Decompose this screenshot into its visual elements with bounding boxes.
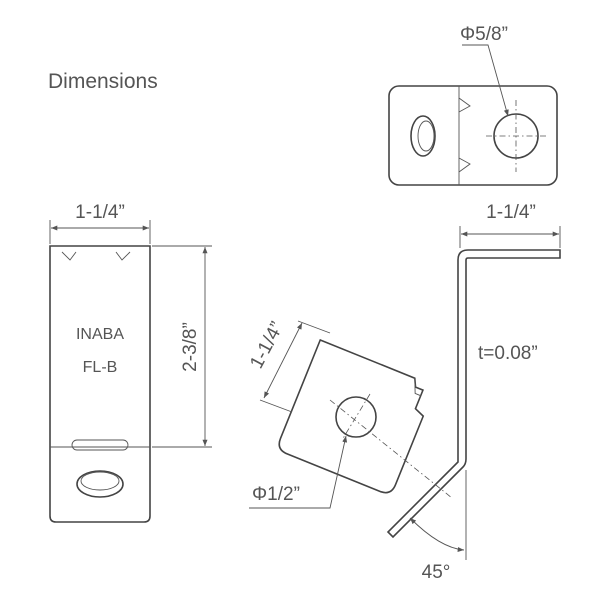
angled-hole-label: Φ1/2”: [252, 484, 300, 505]
angled-width-label: 1-1/4”: [246, 319, 288, 373]
side-view-profile: [386, 249, 561, 539]
front-height-label: 2-3/8”: [180, 322, 201, 372]
angle-label: 45°: [422, 562, 451, 583]
top-view-slot: [410, 115, 436, 157]
angled-view: 1-1/4” Φ1/2”: [246, 319, 453, 509]
side-width-label: 1-1/4”: [486, 202, 536, 223]
marking-line1: INABA: [76, 326, 124, 343]
marking-line2: FL-B: [83, 359, 118, 376]
front-width-label: 1-1/4”: [75, 202, 125, 223]
side-view: 1-1/4” t=0.08” 45°: [386, 202, 561, 583]
front-view-outline: [49, 245, 151, 523]
page-title: Dimensions: [48, 70, 158, 93]
front-view: INABA FL-B 1-1/4” 2-3/8”: [49, 202, 212, 523]
top-view-outline: [388, 85, 558, 186]
angled-view-hole: [335, 396, 377, 438]
top-view: Φ5/8”: [388, 24, 558, 186]
front-view-hole: [76, 470, 124, 498]
top-hole-label: Φ5/8”: [460, 24, 508, 45]
thickness-label: t=0.08”: [478, 343, 538, 364]
